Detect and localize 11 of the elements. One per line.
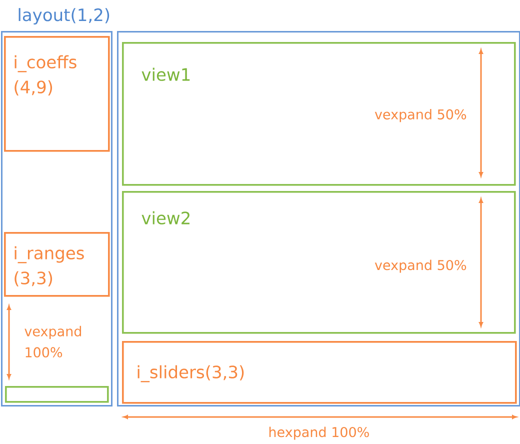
dimension-label: vexpand 50% [374, 260, 466, 273]
small-box [5, 386, 109, 403]
dimension-label: hexpand 100% [269, 426, 369, 440]
widget-box: i_coeffs (4,9) [4, 36, 110, 152]
widget-box: i_ranges (3,3) [4, 232, 110, 297]
column-box [1, 31, 112, 406]
dimension-label: vexpand 50% [374, 109, 466, 122]
widget-box: i_sliders(3,3) [122, 341, 517, 404]
column-box [117, 31, 520, 406]
title: layout(1,2) [18, 8, 110, 25]
dimension-label: vexpand 100% [24, 326, 81, 358]
